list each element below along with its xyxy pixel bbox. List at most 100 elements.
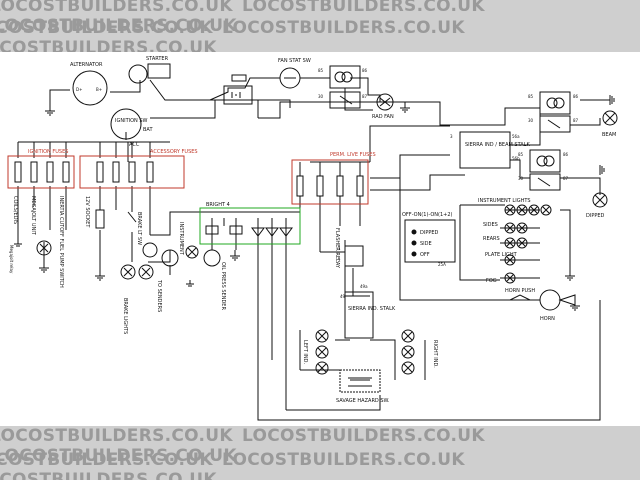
watermark-text: LOCOSTBUILDERS.CO.UK <box>221 18 465 38</box>
relay-pin-label: 1 <box>338 246 341 251</box>
sierra-stalk-label: SIERRA IND. STALK <box>348 306 396 312</box>
watermark-text: LOCOSTBUILDERS.CO.UK <box>0 446 237 466</box>
inertia-label: INERTIA CUTOFF FUEL PUMP SWITCH <box>58 196 64 288</box>
sides-label: SIDES <box>483 222 498 228</box>
lamp-icon <box>516 222 528 234</box>
savage-hazard-label: SAVAGE HAZARD SW. <box>336 398 390 404</box>
lamp-icon <box>315 345 329 359</box>
dipped-relay: 85 86 30 87 <box>518 149 569 191</box>
sw-25a-label: 25A <box>438 262 446 267</box>
lamp-icon <box>540 204 552 216</box>
sw-dipped-label: DIPPED <box>420 230 439 236</box>
bright-sender-box: BRIGHT 4 <box>199 202 301 245</box>
relay-pin-label: 30 <box>518 176 524 181</box>
ground-icon <box>45 105 55 116</box>
brake-lights-label: BRAKE LIGHTS <box>122 298 128 334</box>
relay-pin-label: 56b <box>512 156 520 161</box>
rad-fan: RAD FAN <box>372 93 394 120</box>
watermark-text: LOCOSTBUILDERS.CO.UK <box>0 0 233 16</box>
starter-label: STARTER <box>146 56 169 62</box>
watermark-text: LOCOSTBUILDERS.CO.UK <box>241 0 485 16</box>
alternator: ALTERNATOR D+ B+ <box>70 62 108 106</box>
coils-label: COILS/EDIS <box>12 196 18 224</box>
left-indicators: LEFT IND. <box>302 329 329 375</box>
alt-b-label: B+ <box>96 87 102 92</box>
watermark-text: LOCOSTBUILDERS.CO.UK <box>0 18 213 38</box>
fan-stat-label: FAN STAT SW <box>278 58 311 64</box>
perm-live-fuses-label: PERM. LIVE FUSES <box>330 152 376 158</box>
relay-pin-label: 86 <box>573 94 579 99</box>
ignition-switch: IGNITION SW BAT ACC <box>110 108 153 148</box>
ground-icon <box>95 270 105 281</box>
lamp-icon <box>516 204 528 216</box>
lamp-icon <box>504 272 516 284</box>
horn-label: HORN <box>540 316 555 322</box>
battery <box>223 85 253 105</box>
ground-symbols <box>14 95 615 311</box>
lighting-switch: OFF-ON(1)-ON(1+2) DIPPED SIDE OFF 25A <box>402 212 456 267</box>
alt-d-label: D+ <box>76 87 82 92</box>
flasher-relay: FLASHER RELAY 1 2 <box>334 228 364 269</box>
watermark-text: LOCOSTBUILDERS.CO.UK <box>0 16 237 36</box>
accessory-outputs: COILS/EDIS MEGAJOLT UNIT INERTIA CUTOFF … <box>9 196 226 334</box>
watermark-text: LOCOSTBUILDERS.CO.UK <box>241 426 485 446</box>
dipped-label: DIPPED <box>586 213 605 219</box>
relay-pin-label: 87 <box>362 94 368 99</box>
lamp-icon <box>504 204 516 216</box>
rears-label: REARS <box>483 236 500 242</box>
ground-icon <box>230 250 240 261</box>
beam-relay: 85 86 30 87 <box>528 91 579 133</box>
ignition-label: IGNITION SW <box>115 118 148 124</box>
ground-icon <box>609 95 615 105</box>
relay-pin-label: 30 <box>318 94 324 99</box>
beam-label: BEAM <box>602 132 616 138</box>
relay-pin-label: 86 <box>362 68 368 73</box>
ground-icon <box>599 165 605 175</box>
lamp-icon <box>401 361 415 375</box>
sierra-beam-stalk: SIERRA IND / BEAM STALK 3 56a 56b <box>450 131 530 169</box>
lamp-icon <box>315 329 329 343</box>
bright-label: BRIGHT 4 <box>206 202 230 208</box>
relay-pin-label: 49 <box>340 294 346 299</box>
brake-sw-label: BRAKE LT SW <box>136 212 142 245</box>
sw-off-label: OFF <box>420 252 430 258</box>
lamp-icon <box>504 222 516 234</box>
flasher-relay-label: FLASHER RELAY <box>334 228 340 269</box>
to-senders-label: TO SENDERS <box>156 279 162 312</box>
megajolt-relay-label: Megajolt relay <box>9 245 14 274</box>
relay-pin-label: 85 <box>318 68 324 73</box>
lamp-icon <box>528 204 540 216</box>
lamp-icon <box>138 264 154 280</box>
right-ind-label: RIGHT IND. <box>432 340 438 368</box>
watermark-text: LOCOSTBUILDERS.CO.UK <box>0 450 213 470</box>
relay-pin-label: 87 <box>563 176 569 181</box>
lamp-icon <box>36 240 52 256</box>
alternator-label: ALTERNATOR <box>70 62 103 68</box>
right-indicators: RIGHT IND. <box>401 329 438 375</box>
main-wiring <box>17 77 610 421</box>
watermark-text: LOCOSTBUILDERS.CO.UK <box>0 426 233 446</box>
beam-lamp: BEAM <box>602 110 618 138</box>
relay-pin-label: 85 <box>518 152 524 157</box>
relay-pin-label: 2 <box>338 258 341 263</box>
megajolt-label: MEGAJOLT UNIT <box>30 196 36 236</box>
fan-stat-switch: FAN STAT SW <box>278 58 311 89</box>
bat-label: BAT <box>143 127 153 133</box>
watermark-text: LOCOSTBUILDERS.CO.UK <box>0 470 217 480</box>
rad-fan-label: RAD FAN <box>372 114 394 120</box>
lamp-icon <box>315 361 329 375</box>
relay-pin-label: 87 <box>573 118 579 123</box>
instrument-lights-label: INSTRUMENT LIGHTS <box>478 198 531 204</box>
ground-icon <box>400 102 410 113</box>
oil-press-label: OIL PRESS SENDER <box>220 262 226 310</box>
lamp-icon <box>516 237 528 249</box>
lamp-icon <box>401 329 415 343</box>
dipped-lamp: DIPPED <box>586 192 608 219</box>
accessory-fuses-label: ACCESSORY FUSES <box>150 149 198 155</box>
sierra-beam-label: SIERRA IND / BEAM STALK <box>465 142 530 148</box>
lamp-icon <box>504 254 516 266</box>
starter-motor: STARTER <box>128 56 171 84</box>
watermark-text: LOCOSTBUILDERS.CO.UK <box>0 38 217 52</box>
